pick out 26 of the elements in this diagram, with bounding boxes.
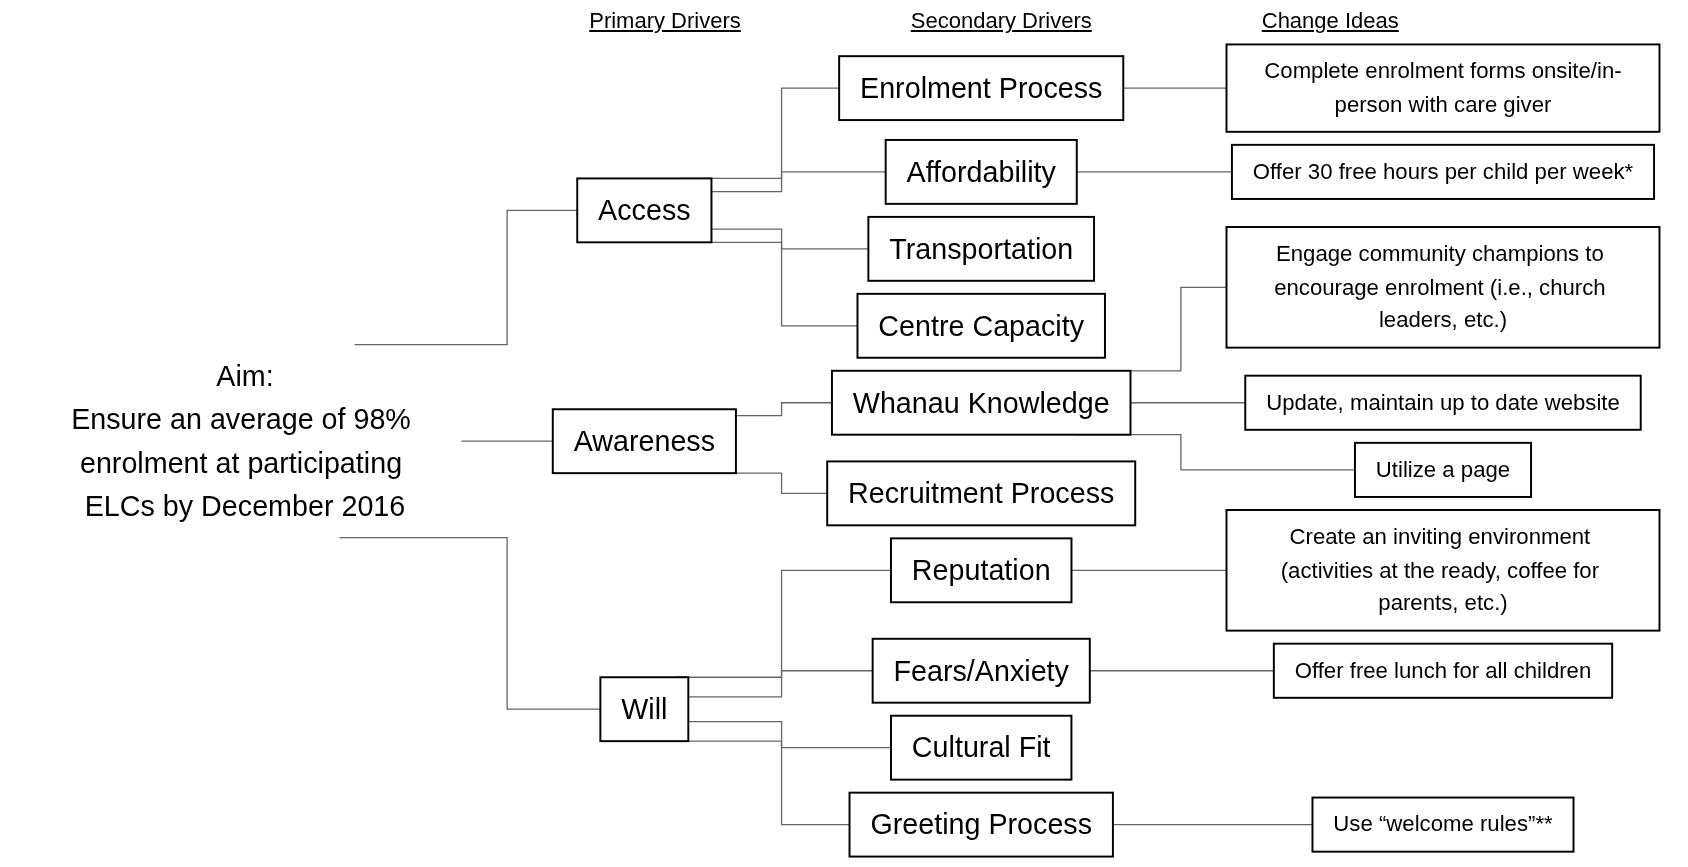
connector bbox=[353, 209, 578, 346]
node-box: Reputation bbox=[890, 537, 1073, 604]
column-heading: Secondary Drivers bbox=[910, 8, 1092, 32]
node-box: Centre Capacity bbox=[856, 292, 1106, 359]
node-box: Affordability bbox=[884, 139, 1078, 205]
node-text: Aim: Ensure an average of 98% enrolment at participating ELCs by December 2016 bbox=[71, 360, 411, 523]
node-box: Whanau Knowledge bbox=[830, 369, 1132, 436]
node-box: Awareness bbox=[551, 408, 737, 475]
node-box: Complete enrolment forms onsite/in-person with care giver bbox=[1225, 43, 1661, 133]
node-box: Utilize a page bbox=[1354, 441, 1532, 498]
node-box: Offer 30 free hours per child per week* bbox=[1230, 143, 1656, 200]
node-box: Enrolment Process bbox=[838, 55, 1125, 122]
node-box: Fears/Anxiety bbox=[871, 637, 1091, 704]
column-heading: Change Ideas bbox=[1261, 8, 1399, 32]
node-box: Recruitment Process bbox=[826, 460, 1137, 527]
node-box: Use “welcome rules”** bbox=[1311, 796, 1575, 853]
node-box: Transportation bbox=[867, 215, 1096, 282]
column-heading: Primary Drivers bbox=[589, 8, 741, 32]
node-box: Greeting Process bbox=[848, 791, 1114, 858]
node-box: Create an inviting environment (activities at the ready, coffee for parents, etc.) bbox=[1225, 509, 1661, 632]
node-box: Will bbox=[599, 676, 690, 743]
node-box: Cultural Fit bbox=[890, 714, 1073, 781]
node-box: Update, maintain up to date website bbox=[1244, 374, 1642, 431]
node-box: Engage community champions to encourage enrolment (i.e., church leaders, etc.) bbox=[1225, 226, 1661, 349]
node-box: Access bbox=[576, 177, 713, 244]
node-box: Offer free lunch for all children bbox=[1272, 642, 1614, 699]
